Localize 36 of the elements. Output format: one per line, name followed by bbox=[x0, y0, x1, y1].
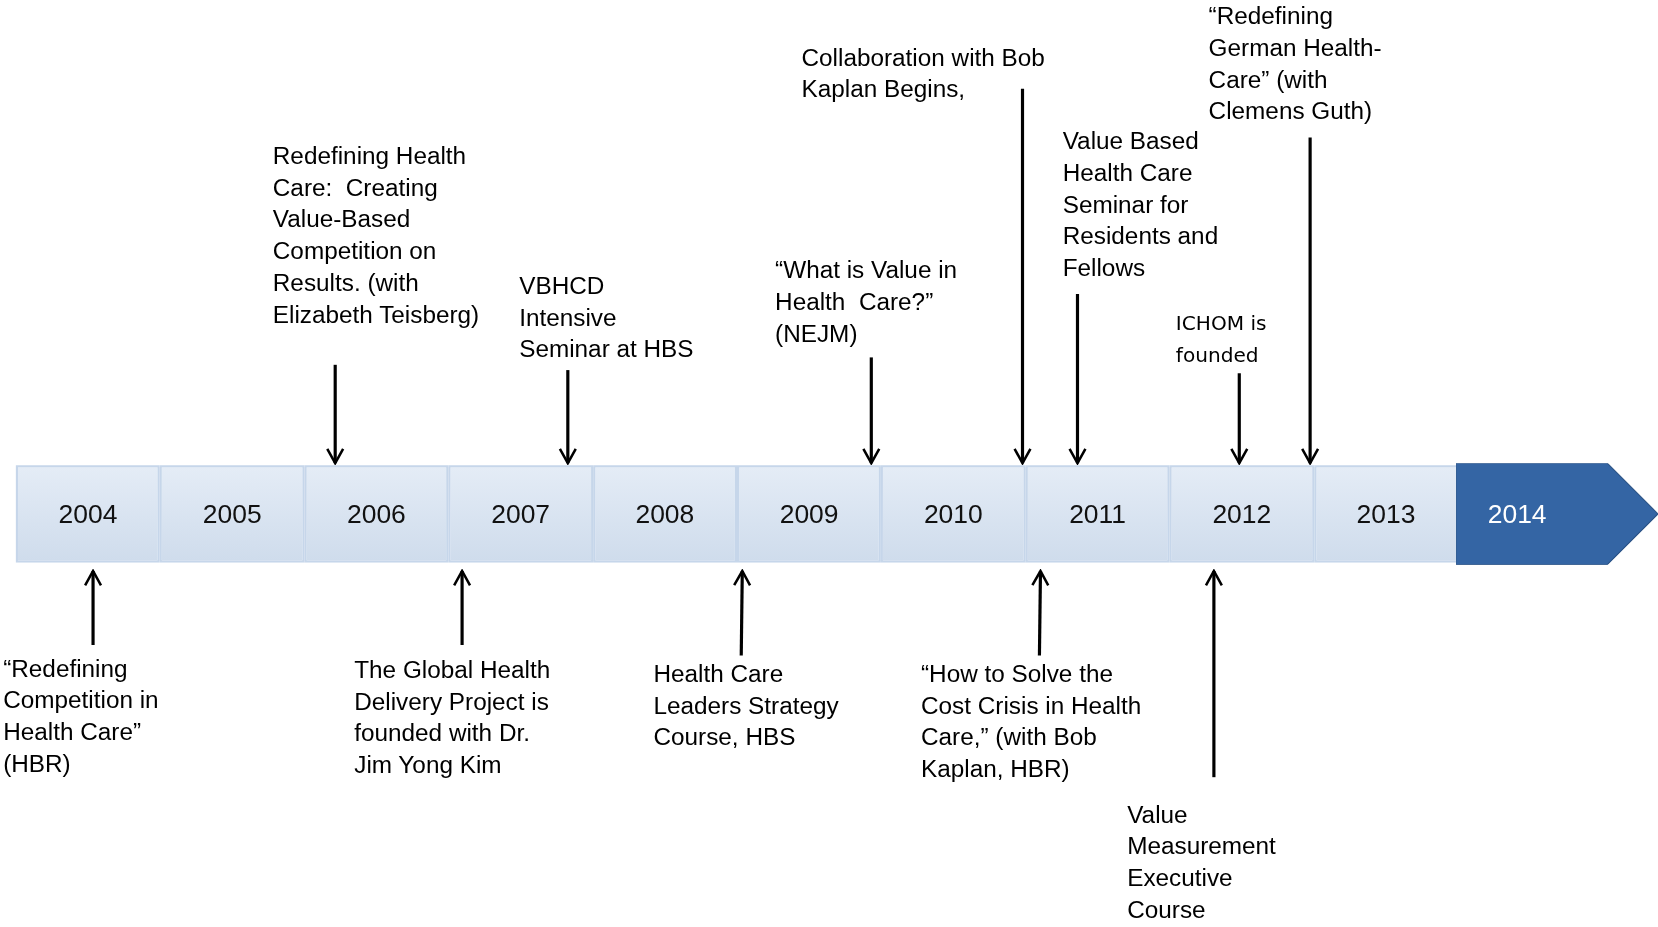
event-text: Health Care Leaders Strategy Course, HBS bbox=[653, 657, 865, 753]
event-text: “Redefining German Health-Care” (with Clemens Guth) bbox=[1208, 0, 1410, 127]
timeline-arrow-segment bbox=[1456, 463, 1658, 565]
timeline-segment: 2009 bbox=[737, 465, 882, 563]
timeline-segment: 2006 bbox=[304, 465, 449, 563]
arrow bbox=[326, 364, 345, 465]
arrow bbox=[1013, 88, 1032, 465]
timeline-segment: 2008 bbox=[592, 465, 737, 563]
arrow bbox=[1031, 569, 1050, 656]
arrow bbox=[1230, 373, 1249, 465]
event-text: VBHCD Intensive Seminar at HBS bbox=[519, 269, 705, 365]
event-text: Redefining Health Care: Creating Value-Based Competition on Results. (with Elizabeth Teisberg) bbox=[272, 139, 504, 330]
timeline-segment: 2010 bbox=[881, 465, 1026, 563]
arrow bbox=[558, 370, 577, 465]
arrow bbox=[1300, 137, 1320, 465]
arrow bbox=[83, 569, 103, 645]
timeline-segment: 2012 bbox=[1169, 465, 1314, 563]
event-text: Collaboration with Bob Kaplan Begins, bbox=[801, 41, 1082, 105]
event-text: The Global Health Delivery Project is founded with Dr. Jim Yong Kim bbox=[354, 653, 571, 781]
timeline-segment: 2004 bbox=[15, 465, 161, 563]
event-text: “What is Value in Health Care?” (NEJM) bbox=[775, 253, 992, 349]
event-text: “How to Solve the Cost Crisis in Health Care,” (with Bob Kaplan, HBR) bbox=[921, 657, 1167, 785]
timeline-segment: 2007 bbox=[448, 465, 593, 563]
arrow bbox=[732, 569, 752, 656]
timeline-segment: 2011 bbox=[1025, 465, 1170, 563]
event-text: ICHOM is founded bbox=[1175, 306, 1293, 371]
event-text: Value Measurement Executive Course bbox=[1127, 798, 1302, 926]
arrow bbox=[862, 357, 881, 465]
arrow bbox=[1204, 569, 1224, 778]
timeline-segment: 2005 bbox=[160, 465, 305, 563]
timeline-segment: 2013 bbox=[1313, 465, 1459, 563]
arrow bbox=[452, 569, 472, 645]
year-label: 2014 bbox=[1487, 498, 1547, 530]
arrow bbox=[1068, 293, 1087, 465]
event-text: “Redefining Competition in Health Care” (HBR) bbox=[3, 652, 186, 780]
event-text: Value Based Health Care Seminar for Residents and Fellows bbox=[1062, 124, 1245, 284]
